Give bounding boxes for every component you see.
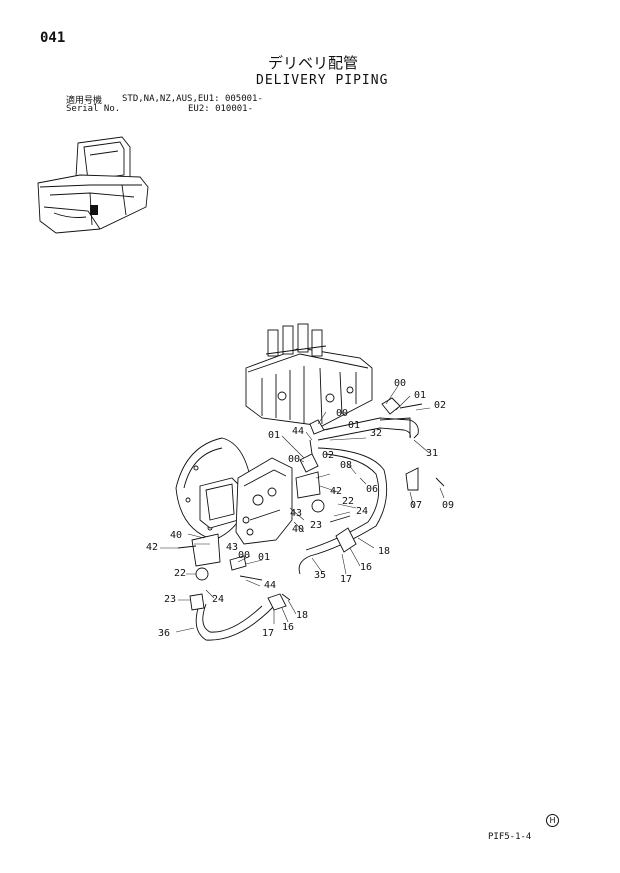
callout-label: 44 [292,426,304,437]
callout-label: 16 [282,622,294,633]
callout-label: 00 [238,550,250,561]
callout-label: 01 [414,390,426,401]
callout-label: 18 [378,546,390,557]
page-title-japanese: デリベリ配管 [268,54,359,72]
applicable-label: 適用号機 [66,96,103,106]
callout-label: 31 [426,448,438,459]
callout-label: 40 [170,530,182,541]
page-number: 041 [40,30,66,46]
callout-label: 44 [264,580,276,591]
callout-label: 08 [340,460,352,471]
callout-label: 09 [442,500,454,511]
callout-label: 16 [360,562,372,573]
callout-label: 02 [434,400,446,411]
pump-body [235,457,293,545]
callout-label: 43 [290,508,302,519]
callout-label: 18 [296,610,308,621]
excavator-thumbnail [37,136,149,234]
callout-label: 43 [226,542,238,553]
serial-label: Serial No. [66,104,121,114]
callout-label: 22 [174,568,186,579]
page-code: PIF5-1-4 [488,832,532,842]
callout-label: 00 [336,408,348,419]
part-callouts: 00 01 02 00 01 44 01 02 00 32 31 08 06 0… [146,378,454,639]
callout-label: 02 [322,450,334,461]
callout-label: 42 [146,542,158,553]
callout-label: 17 [262,628,274,639]
callout-label: 01 [268,430,280,441]
callout-label: 23 [310,520,322,531]
callout-label: 22 [342,496,354,507]
serial-range: EU2: 010001- [188,104,254,114]
callout-label: 07 [410,500,422,511]
applicable-models: STD,NA,NZ,AUS,EU1: 005001- [122,94,263,104]
callout-label: 42 [330,486,342,497]
callout-label: 23 [164,594,176,605]
callout-label: 01 [348,420,360,431]
callout-label: 17 [340,574,352,585]
callout-label: 36 [158,628,170,639]
callout-label: 01 [258,552,270,563]
manufacturer-logo: H [546,814,559,827]
callout-label: 35 [314,570,326,581]
control-valve [245,323,373,427]
callout-label: 00 [288,454,300,465]
callout-label: 40 [292,524,304,535]
callout-label: 24 [356,506,368,517]
callout-label: 24 [212,594,224,605]
callout-label: 00 [394,378,406,389]
page-title-english: DELIVERY PIPING [256,73,389,88]
callout-label: 32 [370,428,382,439]
callout-label: 06 [366,484,378,495]
